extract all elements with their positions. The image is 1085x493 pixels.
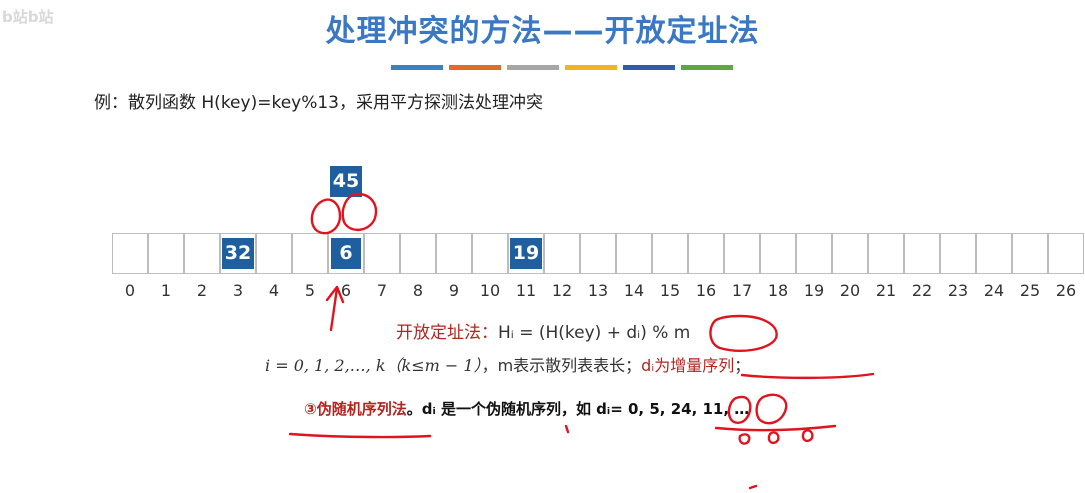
hash-key: 32 — [222, 238, 254, 269]
hash-cell — [940, 233, 976, 274]
hash-index: 19 — [803, 281, 825, 300]
hash-index: 15 — [659, 281, 681, 300]
hash-cell — [724, 233, 760, 274]
pseudo-random-text: 。dᵢ 是一个伪随机序列，如 dᵢ= 0, 5, 24, 11, … — [406, 400, 750, 418]
hash-index: 17 — [731, 281, 753, 300]
hash-cell — [256, 233, 292, 274]
hash-cell — [976, 233, 1012, 274]
hash-index: 23 — [947, 281, 969, 300]
ink-mark-3 — [801, 429, 814, 443]
hash-index: 7 — [376, 281, 388, 300]
pseudo-random-label: ③伪随机序列法 — [304, 400, 407, 418]
title-bar — [449, 65, 501, 70]
hash-index: 12 — [551, 281, 573, 300]
definition-end: ； — [734, 356, 751, 375]
hash-index: 6 — [340, 281, 352, 300]
hash-cell — [436, 233, 472, 274]
ink-arrow-head — [325, 285, 345, 304]
hash-key: 6 — [331, 238, 361, 269]
definition-table-length: ，m表示散列表表长； — [481, 356, 642, 375]
hash-index: 10 — [479, 281, 501, 300]
hash-index: 20 — [839, 281, 861, 300]
ink-mark-1 — [738, 433, 751, 445]
title-bar — [565, 65, 617, 70]
hash-key: 19 — [510, 238, 542, 269]
example-text: 例：散列函数 H(key)=key%13，采用平方探测法处理冲突 — [94, 93, 543, 113]
hash-cell — [148, 233, 184, 274]
hash-index: 5 — [304, 281, 316, 300]
title-bar — [681, 65, 733, 70]
hash-index: 24 — [983, 281, 1005, 300]
ink-circle-5 — [727, 395, 752, 424]
hash-index: 25 — [1019, 281, 1041, 300]
hash-index: 4 — [268, 281, 280, 300]
definition-line: i = 0, 1, 2,…, k（k≤m − 1），m表示散列表表长；dᵢ为增量… — [265, 352, 750, 376]
ink-arrow-shaft — [329, 286, 339, 332]
hash-cell — [1012, 233, 1048, 274]
hash-index: 26 — [1055, 281, 1077, 300]
hash-index: 0 — [124, 281, 136, 300]
hash-index: 18 — [767, 281, 789, 300]
ink-dot-bottom — [748, 484, 758, 490]
hash-cell — [652, 233, 688, 274]
title-bar — [391, 65, 443, 70]
ink-circle-left — [310, 198, 342, 235]
hash-key: 45 — [330, 166, 362, 197]
hash-index: 2 — [196, 281, 208, 300]
ink-underline-values — [714, 424, 837, 432]
hash-cell — [760, 233, 796, 274]
hash-index: 14 — [623, 281, 645, 300]
hash-index: 22 — [911, 281, 933, 300]
ink-underline-increment — [740, 372, 875, 380]
slide-title: 处理冲突的方法——开放定址法 — [325, 14, 760, 49]
formula-label: 开放定址法： — [396, 323, 498, 343]
hash-cell — [184, 233, 220, 274]
definition-increment: dᵢ为增量序列 — [641, 356, 735, 375]
hash-cell — [364, 233, 400, 274]
ink-tick-mid — [564, 424, 570, 434]
formula-expression: Hᵢ = (H(key) + dᵢ) % m — [498, 323, 691, 343]
ink-underline-random — [288, 432, 432, 439]
hash-index: 21 — [875, 281, 897, 300]
hash-cell — [292, 233, 328, 274]
hash-cell — [832, 233, 868, 274]
hash-cell — [400, 233, 436, 274]
title-bar — [507, 65, 559, 70]
definition-range: i = 0, 1, 2,…, k（k≤m − 1） — [265, 356, 482, 375]
hash-index: 3 — [232, 281, 244, 300]
hash-cell — [544, 233, 580, 274]
ink-mark-2 — [767, 431, 780, 445]
hash-cell — [616, 233, 652, 274]
hash-cell — [796, 233, 832, 274]
hash-index: 13 — [587, 281, 609, 300]
hash-index: 11 — [515, 281, 537, 300]
hash-index: 16 — [695, 281, 717, 300]
hash-cell — [904, 233, 940, 274]
ink-circle-mod — [709, 314, 778, 352]
hash-cell — [580, 233, 616, 274]
open-addressing-formula: 开放定址法：Hᵢ = (H(key) + dᵢ) % m — [396, 318, 690, 343]
hash-index: 9 — [448, 281, 460, 300]
hash-cell — [688, 233, 724, 274]
title-bar — [623, 65, 675, 70]
pseudo-random-method: ③伪随机序列法。dᵢ 是一个伪随机序列，如 dᵢ= 0, 5, 24, 11, … — [304, 398, 749, 419]
hash-cell — [868, 233, 904, 274]
hash-index: 8 — [412, 281, 424, 300]
hash-cell — [1048, 233, 1084, 274]
hash-cell — [112, 233, 148, 274]
hash-cell — [472, 233, 508, 274]
hash-index: 1 — [160, 281, 172, 300]
ink-circle-24 — [755, 393, 788, 425]
ink-circle-right — [341, 192, 378, 231]
watermark: b站b站 — [2, 8, 54, 26]
